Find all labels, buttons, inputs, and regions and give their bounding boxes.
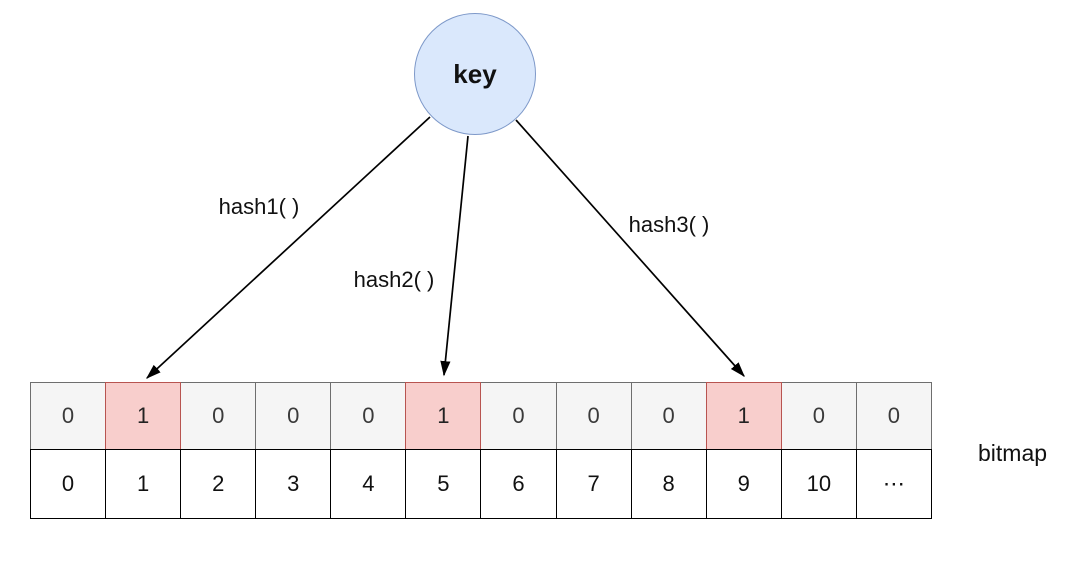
index-cell-4: 4	[330, 449, 407, 519]
hash3-arrow	[515, 119, 745, 378]
index-cell-0: 0	[30, 449, 107, 519]
bit-cell-5: 1	[405, 382, 482, 450]
key-node-label: key	[453, 58, 497, 89]
key-node: key	[414, 13, 536, 135]
bit-cell-4: 0	[330, 382, 407, 450]
bit-cell-0: 0	[30, 382, 107, 450]
hash3-label: hash3( )	[628, 212, 710, 237]
bit-cell-7: 0	[555, 382, 632, 450]
index-cell-10: 10	[780, 449, 857, 519]
index-cell-8: 8	[630, 449, 707, 519]
bit-cell-3: 0	[255, 382, 332, 450]
hash2-label: hash2( )	[353, 267, 435, 292]
index-cell-6: 6	[480, 449, 557, 519]
bit-cell-10: 0	[780, 382, 857, 450]
index-cell-9: 9	[705, 449, 782, 519]
bit-cell-8: 0	[630, 382, 707, 450]
index-cell-5: 5	[405, 449, 482, 519]
index-cell-1: 1	[105, 449, 182, 519]
bit-cell-9: 1	[705, 382, 782, 450]
bit-cell-2: 0	[180, 382, 257, 450]
hash2-arrow	[440, 135, 469, 377]
index-cell-2: 2	[180, 449, 257, 519]
hash1-arrow	[146, 116, 431, 379]
hash1-label: hash1( )	[218, 194, 300, 219]
index-cell-11: ⋯	[855, 449, 932, 519]
bit-cell-1: 1	[105, 382, 182, 450]
index-cell-3: 3	[255, 449, 332, 519]
bit-cell-11: 0	[855, 382, 932, 450]
bit-cell-6: 0	[480, 382, 557, 450]
bitmap-label: bitmap	[978, 440, 1048, 466]
index-cell-7: 7	[555, 449, 632, 519]
